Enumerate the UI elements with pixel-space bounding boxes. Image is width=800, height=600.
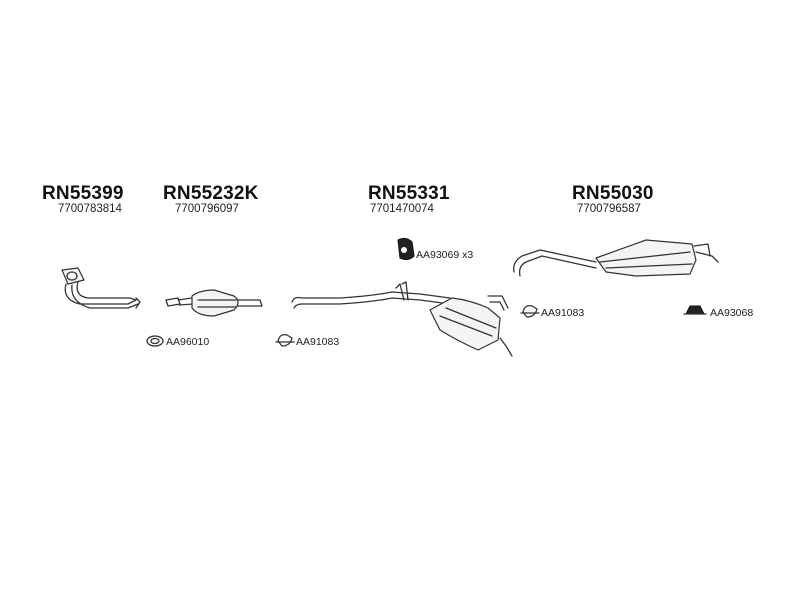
mounting-bracket-icon <box>683 305 707 315</box>
part-code-rn55331: RN55331 <box>368 183 450 204</box>
rear-silencer-drawing <box>513 239 719 277</box>
gasket-icon <box>146 335 164 347</box>
part-number-rn55232k: 7700796097 <box>175 203 239 215</box>
catalytic-converter-drawing <box>165 289 263 317</box>
intermediate-pipe-drawing <box>291 281 513 357</box>
clamp-icon <box>520 304 540 318</box>
front-pipe-drawing <box>61 267 141 309</box>
part-number-rn55331: 7701470074 <box>370 203 434 215</box>
accessory-label-aa96010: AA96010 <box>166 336 210 348</box>
accessory-label-aa93068: AA93068 <box>710 307 754 319</box>
accessory-label-aa91083-left: AA91083 <box>296 336 340 348</box>
rubber-hanger-icon <box>397 237 415 261</box>
part-code-rn55399: RN55399 <box>42 183 124 204</box>
accessory-label-aa91083-right: AA91083 <box>541 307 585 319</box>
part-code-rn55232k: RN55232K <box>163 183 259 204</box>
clamp-icon <box>275 333 295 347</box>
part-number-rn55030: 7700796587 <box>577 203 641 215</box>
accessory-label-aa93069: AA93069 x3 <box>416 249 474 261</box>
part-number-rn55399: 7700783814 <box>58 203 122 215</box>
part-code-rn55030: RN55030 <box>572 183 654 204</box>
